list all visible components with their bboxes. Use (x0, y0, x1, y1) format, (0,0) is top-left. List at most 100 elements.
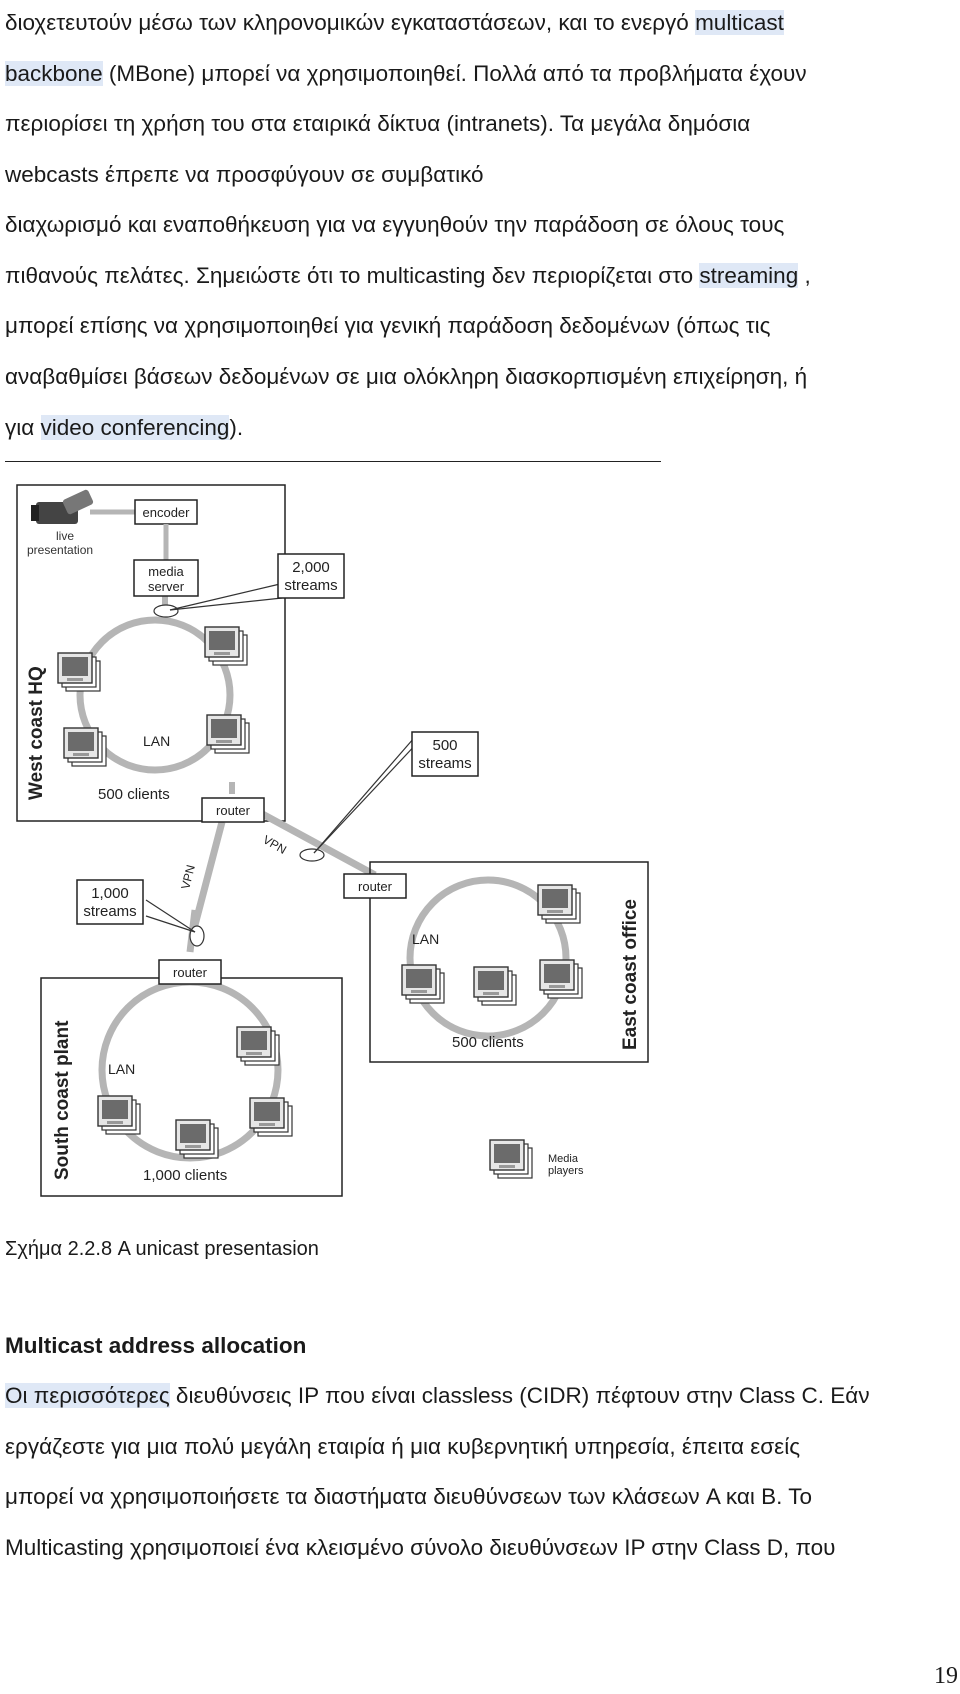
south-lan-label: LAN (108, 1061, 135, 1077)
router-east-box (343, 873, 407, 899)
text-run: περιορίσει τη χρήση του στα εταιρικά δίκ… (5, 111, 751, 136)
network-diagram: West coast HQ live presentation encoder … (16, 484, 649, 1197)
router-south-box (158, 959, 222, 985)
pc-stack-icon (249, 1097, 293, 1137)
text-line: περιορίσει τη χρήση του στα εταιρικά δίκ… (5, 110, 750, 138)
east-clients-label: 500 clients (452, 1034, 524, 1051)
west-coast-hq: West coast HQ live presentation encoder … (16, 484, 345, 822)
pc-stack-icon (537, 884, 581, 924)
east-region-box (369, 861, 649, 1063)
text-run: για (5, 415, 41, 440)
callout-1000-box (76, 879, 144, 925)
horizontal-rule (5, 461, 661, 462)
pc-stack-icon (175, 1119, 219, 1159)
text-run: αναβαθμίσει βάσεων δεδομένων σε μια ολόκ… (5, 364, 808, 389)
router-west-label: router (216, 803, 251, 818)
text-run: ). (229, 415, 244, 440)
callout-2000-line (169, 583, 281, 611)
east-lan-ring (406, 876, 570, 1040)
media-server-box (133, 559, 199, 597)
figure-caption: Σχήμα 2.2.8 A unicast presentasion (5, 1238, 319, 1260)
router-east-label: router (358, 879, 393, 894)
callout-500-line (313, 739, 421, 854)
text-run: πιθανούς πελάτες. Σημειώστε ότι το multi… (5, 263, 700, 288)
pc-stack-icon (473, 966, 517, 1006)
callout-1000-count: 1,000 (91, 885, 129, 902)
south-coast-plant: South coast plant router LAN 1,000 clien… (40, 959, 343, 1197)
presentation-label: presentation (27, 543, 93, 557)
south-clients-label: 1,000 clients (143, 1167, 227, 1184)
router-west-box (201, 797, 265, 823)
encoder-label: encoder (143, 505, 191, 520)
text-run: μπορεί να χρησιμοποιήσετε τα διαστήματα … (5, 1484, 813, 1509)
pc-stack-icon (57, 652, 101, 692)
pc-stack-icon (401, 964, 445, 1004)
media-server-label-2: server (148, 579, 185, 594)
live-label: live (56, 529, 74, 543)
text-run: webcasts έπρεπε να προσφύγουν σε συμβατι… (5, 162, 484, 187)
east-lan-label: LAN (412, 931, 439, 947)
pc-stack-icon (204, 626, 248, 666)
highlighted-term: Οι περισσότερες (5, 1383, 170, 1408)
west-clients-label: 500 clients (98, 786, 170, 803)
highlighted-term: backbone (5, 61, 103, 86)
text-line: webcasts έπρεπε να προσφύγουν σε συμβατι… (5, 161, 484, 189)
text-line: διαχωρισμό και εναποθήκευση για να εγγυη… (5, 211, 784, 239)
legend-label-1: Media (548, 1153, 579, 1165)
highlighted-term: multicast (695, 10, 784, 35)
callout-1000-unit: streams (83, 903, 136, 920)
west-lan-ring (76, 616, 234, 774)
text-line: διοχετευτούν μέσω των κληρονομικών εγκατ… (5, 9, 784, 37)
pc-stack-icon (206, 714, 250, 754)
east-region-label: East coast office (620, 899, 641, 1050)
text-run: διαχωρισμό και εναποθήκευση για να εγγυη… (5, 212, 785, 237)
callout-500-line (313, 737, 415, 854)
callout-500-box (411, 731, 479, 777)
text-run: διοχετευτούν μέσω των κληρονομικών εγκατ… (5, 10, 696, 35)
pc-stack-icon (539, 959, 583, 999)
text-line: για video conferencing). (5, 414, 243, 442)
callout-500-count: 500 (432, 737, 457, 754)
media-players-icon (489, 1139, 533, 1179)
vpn-left-label: VPN (178, 863, 198, 890)
callout-1000-line (145, 899, 196, 933)
text-line: backbone (MBone) μπορεί να χρησιμοποιηθε… (5, 60, 807, 88)
highlighted-term: streaming (699, 263, 799, 288)
callout-500-unit: streams (418, 755, 471, 772)
legend-label-2: players (548, 1165, 584, 1177)
text-line: μπορεί να χρησιμοποιήσετε τα διαστήματα … (5, 1483, 812, 1511)
page-number: 19 (934, 1663, 958, 1689)
text-run: διευθύνσεις IP που είναι classless (CIDR… (169, 1383, 870, 1408)
text-run: εργάζεστε για μια πολύ μεγάλη εταιρία ή … (5, 1434, 801, 1459)
section-heading: Multicast address allocation (5, 1333, 307, 1358)
callout-2000-unit: streams (284, 577, 337, 594)
text-line: Οι περισσότερες διευθύνσεις IP που είναι… (5, 1382, 870, 1410)
text-run: Multicasting χρησιμοποιεί ένα κλεισμένο … (5, 1535, 836, 1560)
text-line: Multicasting χρησιμοποιεί ένα κλεισμένο … (5, 1534, 835, 1562)
legend-media-players: Media players (489, 1139, 584, 1179)
callout-2000-box (277, 553, 345, 599)
west-region-box (16, 484, 286, 822)
vpn-right-stream-point (299, 848, 325, 862)
west-lan-label: LAN (143, 733, 170, 749)
text-line: πιθανούς πελάτες. Σημειώστε ότι το multi… (5, 262, 811, 290)
text-run: (MBone) μπορεί να χρησιμοποιηθεί. Πολλά … (102, 61, 807, 86)
media-server-label-1: media (148, 564, 184, 579)
callout-2000-line (169, 597, 283, 611)
south-region-label: South coast plant (52, 1020, 73, 1180)
highlighted-term: video conferencing (40, 415, 230, 440)
pc-stack-icon (63, 727, 107, 767)
text-run: , (798, 263, 811, 288)
text-line: μπορεί επίσης να χρησιμοποιηθεί για γενι… (5, 312, 770, 340)
west-region-label: West coast HQ (26, 666, 47, 800)
south-region-box (40, 977, 343, 1197)
text-line: εργάζεστε για μια πολύ μεγάλη εταιρία ή … (5, 1433, 800, 1461)
vpn-left-stream-point (189, 925, 205, 947)
camera-icon (31, 489, 94, 524)
pc-stack-icon (236, 1026, 280, 1066)
callout-2000-count: 2,000 (292, 559, 330, 576)
callout-1000-line (145, 915, 196, 933)
vpn-right-label: VPN (261, 832, 289, 856)
text-line: αναβαθμίσει βάσεων δεδομένων σε μια ολόκ… (5, 363, 807, 391)
east-coast-office: East coast office router LAN 500 clients (343, 861, 649, 1063)
